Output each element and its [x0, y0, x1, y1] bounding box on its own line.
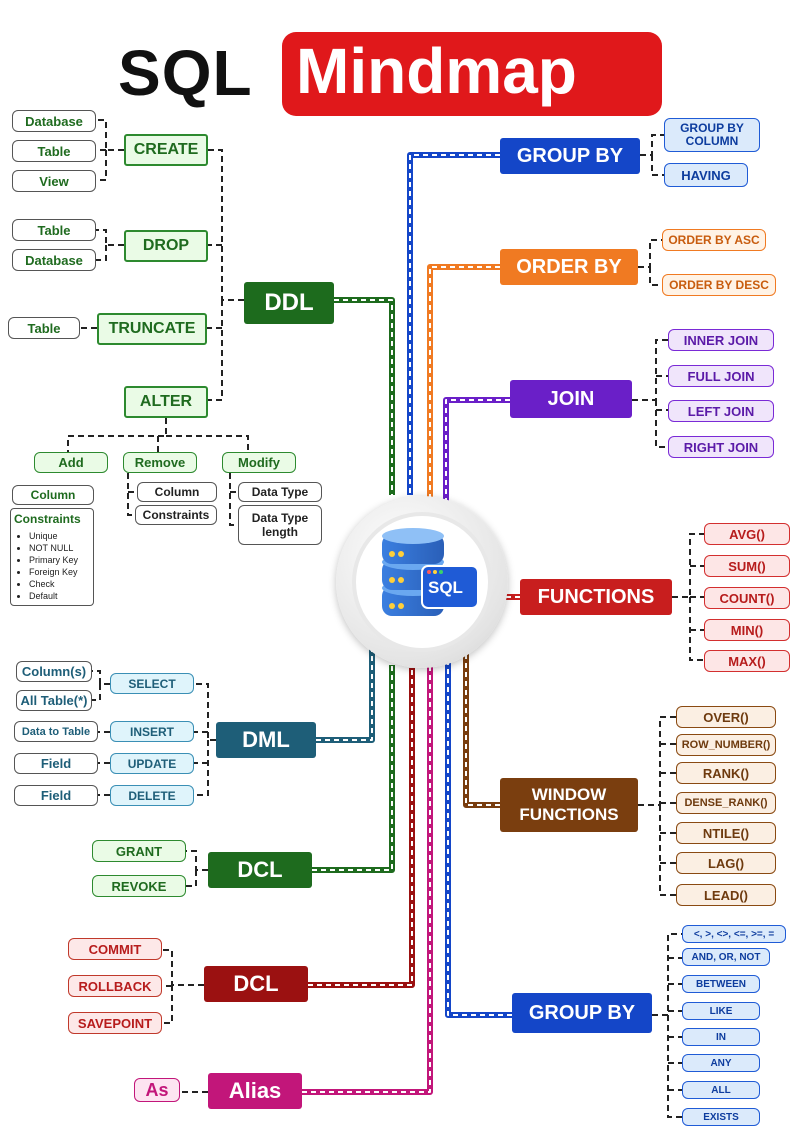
order-by-desc-leaf: ORDER BY DESC: [662, 274, 776, 296]
lag-leaf: LAG(): [676, 852, 776, 874]
join-node: JOIN: [510, 380, 632, 418]
commit-leaf: COMMIT: [68, 938, 162, 960]
max-leaf: MAX(): [704, 650, 790, 672]
add-constraints-box: Constraints Unique NOT NULL Primary Key …: [10, 508, 94, 606]
all-leaf: ALL: [682, 1081, 760, 1099]
between-leaf: BETWEEN: [682, 975, 760, 993]
title-mindmap: Mindmap: [296, 35, 577, 107]
dcl-commit-node: DCL: [204, 966, 308, 1002]
alias-node: Alias: [208, 1073, 302, 1109]
alter-modify-node: Modify: [222, 452, 296, 473]
dml-node: DML: [216, 722, 316, 758]
create-table-leaf: Table: [12, 140, 96, 162]
count-leaf: COUNT(): [704, 587, 790, 609]
inner-join-leaf: INNER JOIN: [668, 329, 774, 351]
rollback-leaf: ROLLBACK: [68, 975, 162, 997]
revoke-leaf: REVOKE: [92, 875, 186, 897]
constraint-item: NOT NULL: [29, 542, 78, 554]
left-join-leaf: LEFT JOIN: [668, 400, 774, 422]
order-by-asc-leaf: ORDER BY ASC: [662, 229, 766, 251]
alter-node: ALTER: [124, 386, 208, 418]
group-by-node: GROUP BY: [500, 138, 640, 174]
ntile-leaf: NTILE(): [676, 822, 776, 844]
having-leaf: HAVING: [664, 163, 748, 187]
create-view-leaf: View: [12, 170, 96, 192]
any-leaf: ANY: [682, 1054, 760, 1072]
exists-leaf: EXISTS: [682, 1108, 760, 1126]
full-join-leaf: FULL JOIN: [668, 365, 774, 387]
over-leaf: OVER(): [676, 706, 776, 728]
operators-group-by-node: GROUP BY: [512, 993, 652, 1033]
select-columns-leaf: Column(s): [16, 661, 92, 682]
alter-remove-node: Remove: [123, 452, 197, 473]
functions-node: FUNCTIONS: [520, 579, 672, 615]
right-join-leaf: RIGHT JOIN: [668, 436, 774, 458]
comparison-operators-leaf: <, >, <>, <=, >=, =: [682, 925, 786, 943]
drop-table-leaf: Table: [12, 219, 96, 241]
insert-node: INSERT: [110, 721, 194, 742]
grant-leaf: GRANT: [92, 840, 186, 862]
insert-data-leaf: Data to Table: [14, 721, 98, 742]
truncate-table-leaf: Table: [8, 317, 80, 339]
update-node: UPDATE: [110, 753, 194, 774]
as-leaf: As: [134, 1078, 180, 1102]
logical-operators-leaf: AND, OR, NOT: [682, 948, 770, 966]
group-by-column-leaf: GROUP BY COLUMN: [664, 118, 760, 152]
title-sql: SQL: [118, 37, 253, 109]
truncate-node: TRUNCATE: [97, 313, 207, 345]
avg-leaf: AVG(): [704, 523, 790, 545]
alter-add-node: Add: [34, 452, 108, 473]
remove-constraints-leaf: Constraints: [135, 505, 217, 525]
ddl-node: DDL: [244, 282, 334, 324]
modify-datatype-length-leaf: Data Type length: [238, 505, 322, 545]
order-by-node: ORDER BY: [500, 249, 638, 285]
drop-database-leaf: Database: [12, 249, 96, 271]
delete-field-leaf: Field: [14, 785, 98, 806]
add-column-leaf: Column: [12, 485, 94, 505]
title-highlight: [282, 32, 662, 116]
min-leaf: MIN(): [704, 619, 790, 641]
constraint-item: Default: [29, 590, 78, 602]
window-functions-node: WINDOW FUNCTIONS: [500, 778, 638, 832]
select-all-leaf: All Table(*): [16, 690, 92, 711]
title-banner: SQL Mindmap: [0, 18, 800, 116]
constraint-item: Foreign Key: [29, 566, 78, 578]
sql-badge-text: SQL: [428, 578, 463, 597]
like-leaf: LIKE: [682, 1002, 760, 1020]
modify-datatype-leaf: Data Type: [238, 482, 322, 502]
constraint-item: Unique: [29, 530, 78, 542]
create-database-leaf: Database: [12, 110, 96, 132]
database-sql-icon: [382, 528, 479, 616]
create-node: CREATE: [124, 134, 208, 166]
rank-leaf: RANK(): [676, 762, 776, 784]
dcl-grant-node: DCL: [208, 852, 312, 888]
dense-rank-leaf: DENSE_RANK(): [676, 792, 776, 814]
sum-leaf: SUM(): [704, 555, 790, 577]
savepoint-leaf: SAVEPOINT: [68, 1012, 162, 1034]
lead-leaf: LEAD(): [676, 884, 776, 906]
constraints-title: Constraints: [14, 512, 81, 526]
delete-node: DELETE: [110, 785, 194, 806]
constraint-item: Check: [29, 578, 78, 590]
select-node: SELECT: [110, 673, 194, 694]
constraints-list: Unique NOT NULL Primary Key Foreign Key …: [17, 530, 78, 602]
update-field-leaf: Field: [14, 753, 98, 774]
in-leaf: IN: [682, 1028, 760, 1046]
drop-node: DROP: [124, 230, 208, 262]
row-number-leaf: ROW_NUMBER(): [676, 734, 776, 756]
remove-column-leaf: Column: [137, 482, 217, 502]
constraint-item: Primary Key: [29, 554, 78, 566]
